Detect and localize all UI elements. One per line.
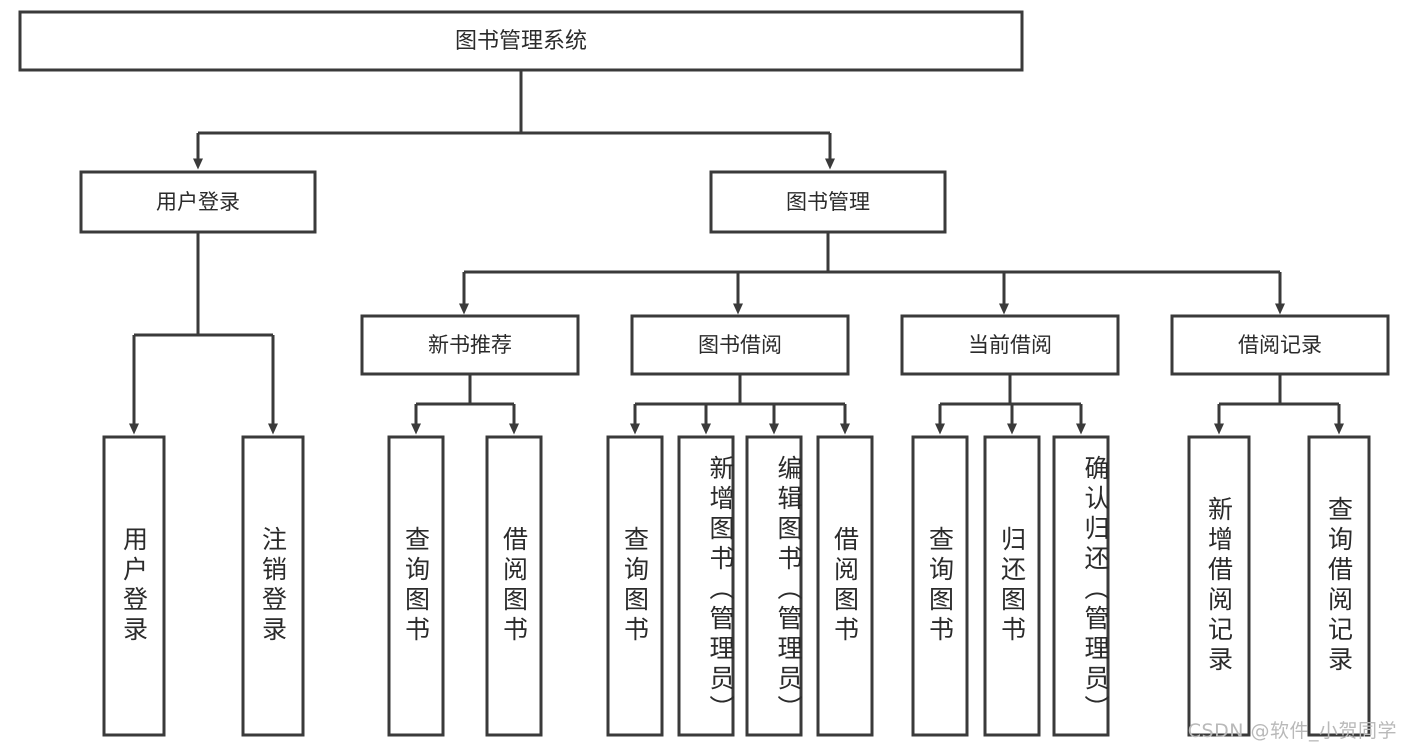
node-root-label: 图书管理系统 xyxy=(455,29,587,54)
leaf-query-book-1-box[interactable] xyxy=(387,435,445,737)
node-user-login-box[interactable] xyxy=(79,170,317,234)
node-new-book-recommend-box[interactable] xyxy=(360,314,580,376)
leaf-query-book-3-box[interactable] xyxy=(911,435,969,737)
leaf-confirm-return-box[interactable] xyxy=(1052,435,1110,737)
node-current-borrow-label: 当前借阅 xyxy=(968,333,1052,357)
leaf-add-record-box[interactable] xyxy=(1187,435,1251,737)
node-new-book-recommend-label: 新书推荐 xyxy=(428,333,512,357)
csdn-watermark: CSDN @软件_小贺同学 xyxy=(1187,720,1397,742)
leaf-logout-login-box[interactable] xyxy=(241,435,305,737)
leaf-return-book-box[interactable] xyxy=(983,435,1041,737)
leaf-borrow-book-2-box[interactable] xyxy=(816,435,874,737)
node-user-login-label: 用户登录 xyxy=(156,190,240,214)
leaf-query-book-2-box[interactable] xyxy=(606,435,664,737)
node-book-borrow-label: 图书借阅 xyxy=(698,333,782,357)
node-borrow-record-label: 借阅记录 xyxy=(1238,333,1322,357)
leaf-edit-book-box[interactable] xyxy=(745,435,803,737)
node-root-box[interactable] xyxy=(18,10,1024,72)
node-current-borrow-box[interactable] xyxy=(900,314,1120,376)
leaf-add-book-box[interactable] xyxy=(677,435,735,737)
leaf-query-record-box[interactable] xyxy=(1307,435,1371,737)
leaf-borrow-book-1-box[interactable] xyxy=(485,435,543,737)
leaf-user-login-box[interactable] xyxy=(102,435,166,737)
node-book-manage-label: 图书管理 xyxy=(786,190,870,214)
